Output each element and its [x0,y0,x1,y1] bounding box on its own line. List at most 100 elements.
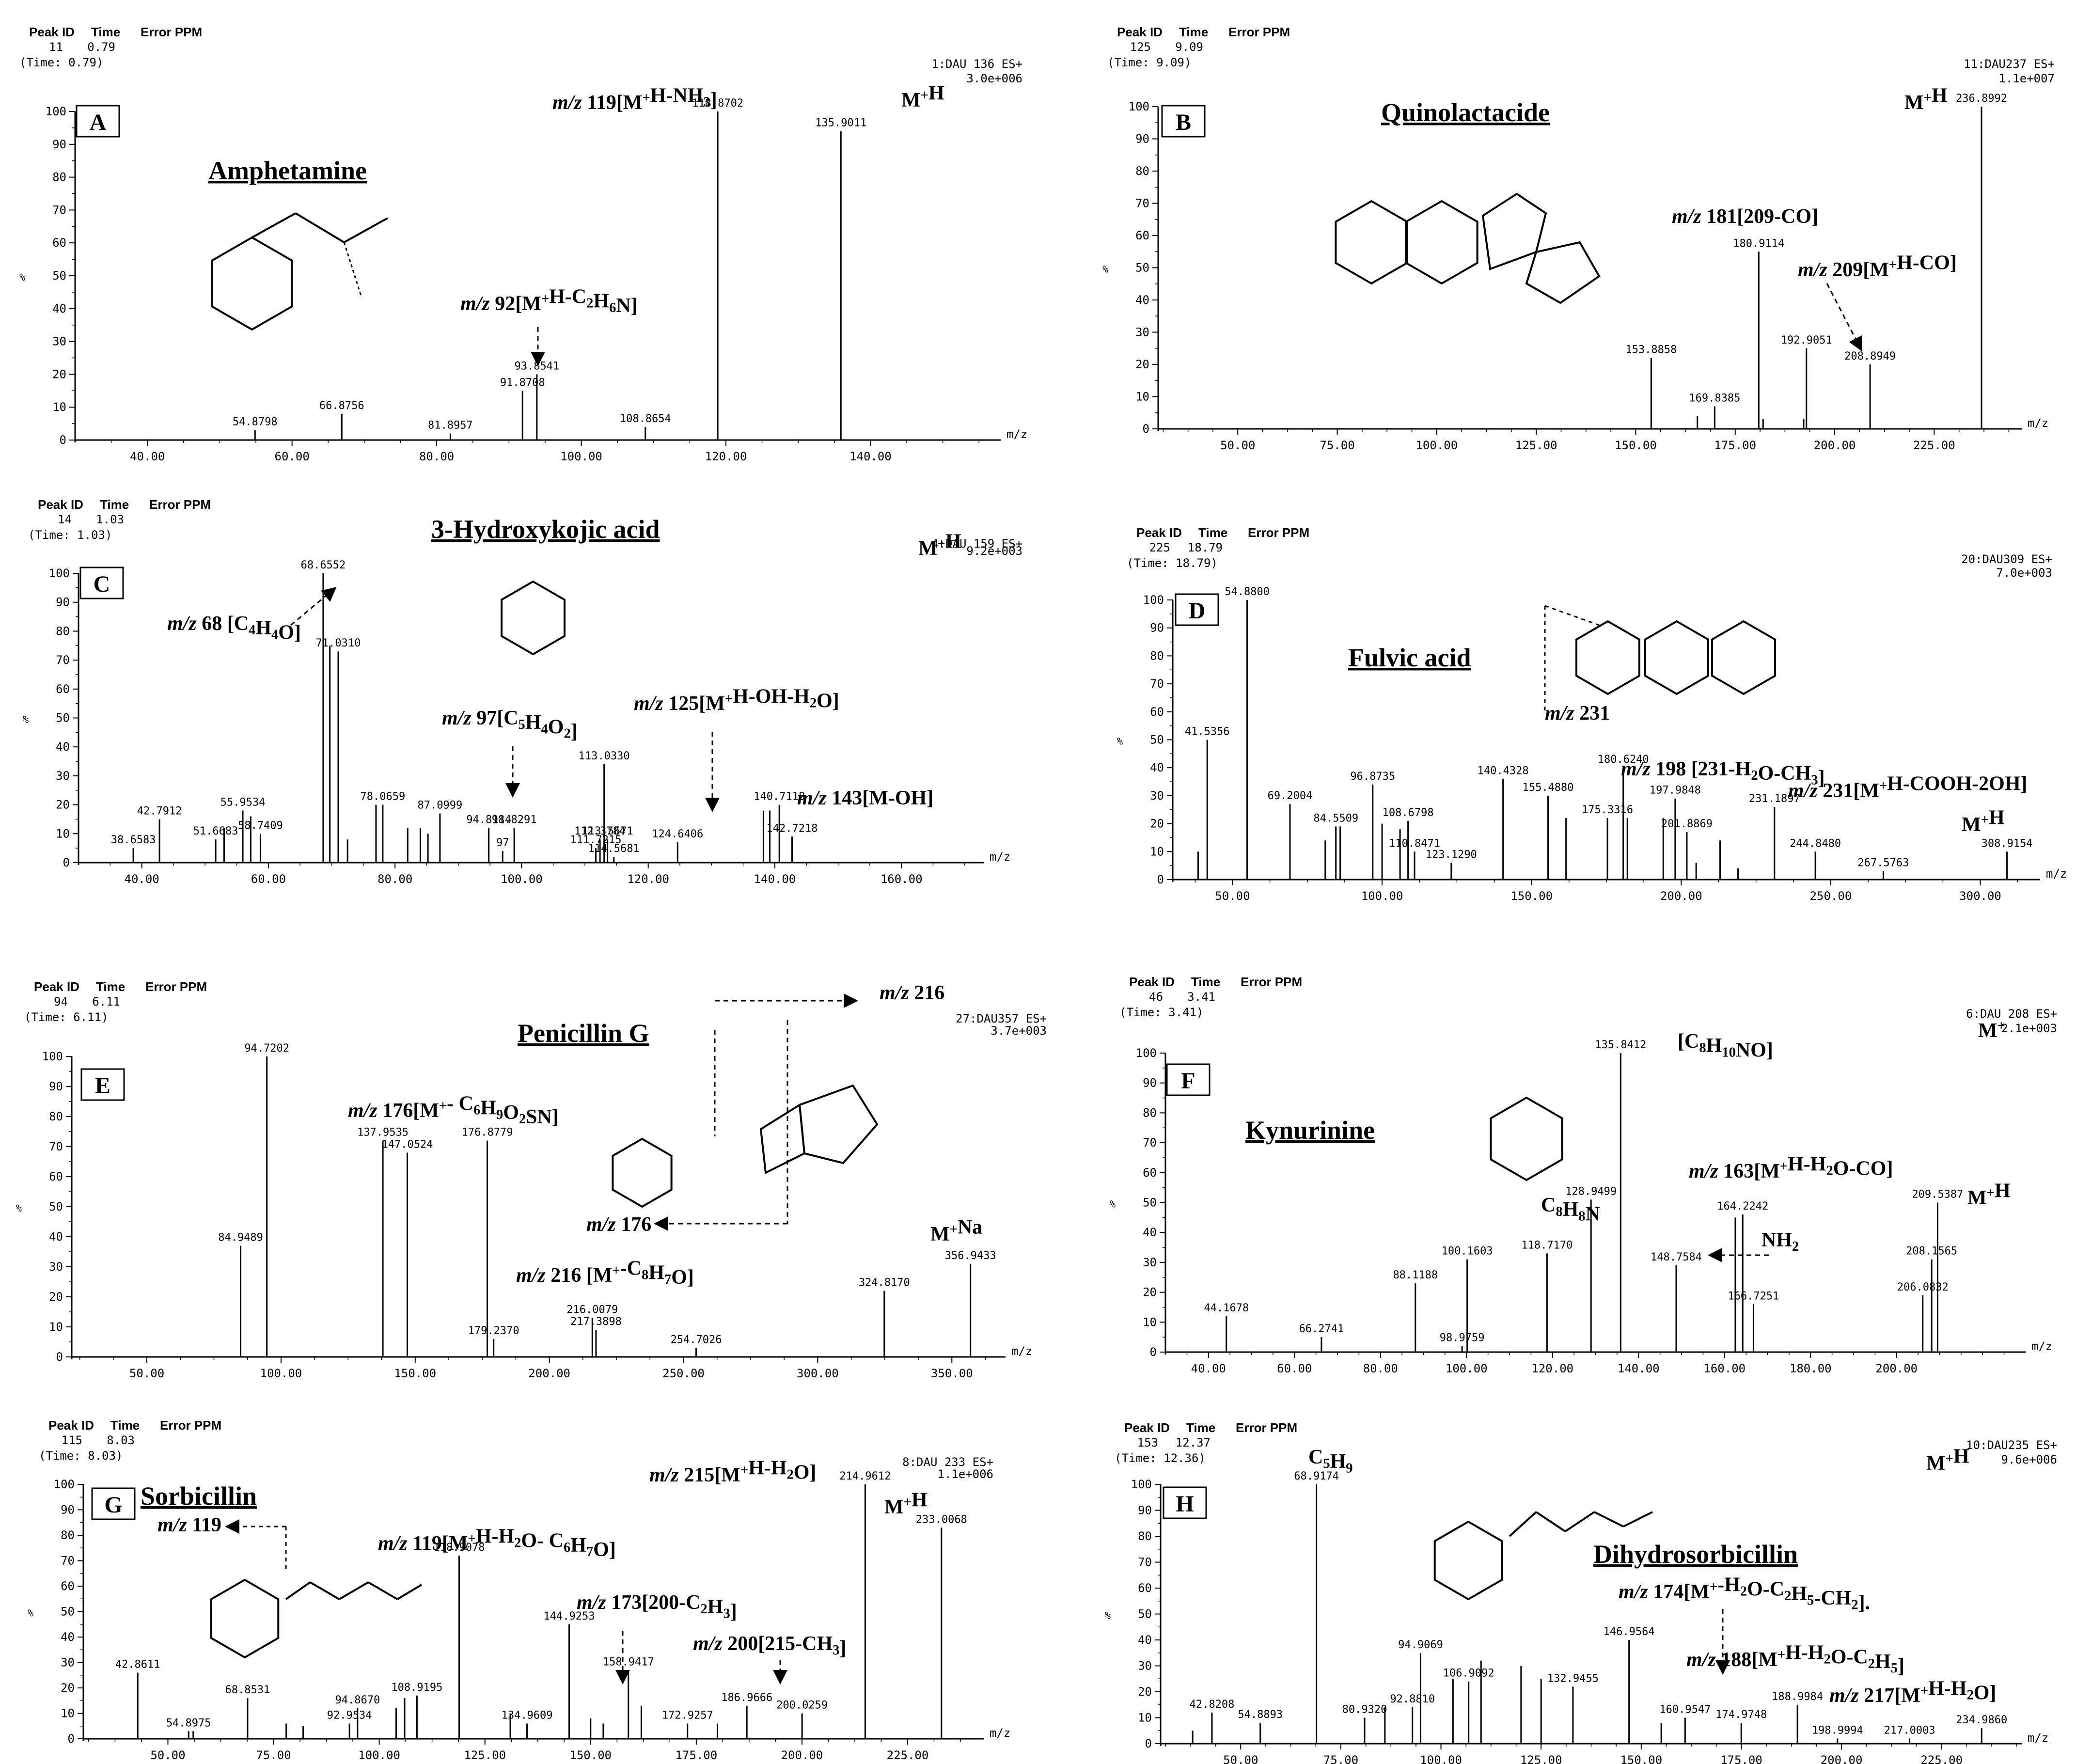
x-tick-label: 50.00 [1220,439,1255,452]
peak-label: 197.9848 [1650,785,1701,797]
time-line: (Time: 18.79) [1127,556,1218,570]
channel-label: 10:DAU235 ES+ [1966,1438,2057,1452]
annotation-label: m/z 176 [586,1213,651,1236]
structure-bond [338,1581,369,1600]
peak-label: 68.6552 [301,559,346,571]
time-value: 6.11 [92,995,120,1008]
peak-label: 124.6406 [652,828,703,840]
peak-id-value: 115 [62,1433,82,1447]
lactam-ring [1481,192,1547,270]
y-axis-percent: % [23,714,29,725]
peak-label: 80.9320 [1342,1704,1387,1716]
peak-label: 41.5356 [1185,726,1230,738]
peak-id-header: Peak ID [1117,25,1163,39]
x-tick-label: 200.00 [1660,889,1702,903]
peak-label: 114.5681 [588,843,640,855]
annotation-label: m/z 200[215-CH3] [693,1633,846,1659]
y-tick-label: 20 [49,1290,63,1304]
annotation-label: m/z 119 [157,1514,221,1536]
peak-label: 54.8893 [1238,1709,1283,1721]
annotation-label: M+H [1904,84,1948,114]
x-tick-label: 150.00 [1615,439,1657,452]
panel-label: H [1176,1491,1194,1517]
peak-label: 111.7215 [570,834,622,846]
peak-label: 118.9078 [434,1542,485,1554]
x-tick-label: 175.00 [1714,439,1756,452]
x-tick-label: 80.00 [419,450,454,463]
x-tick-label: 200.00 [781,1748,823,1762]
peak-id-header: Peak ID [48,1418,94,1433]
peak-label: 98.8291 [492,814,537,826]
annotation-label: M+H [901,82,944,111]
y-tick-label: 20 [1143,1286,1157,1299]
y-tick-label: 0 [63,856,70,869]
peak-label: 324.8170 [859,1277,910,1289]
x-tick-label: 60.00 [251,872,286,886]
peak-label: 216.0079 [566,1304,618,1316]
annotation-label: M+ [1978,1018,2005,1042]
peak-label: 180.6240 [1598,754,1649,766]
x-tick-label: 60.00 [275,450,310,463]
time-line: (Time: 0.79) [19,56,103,69]
panel-label-box [1161,105,1206,138]
intensity-label: 9.6e+006 [2001,1453,2057,1466]
peak-label: 175.3316 [1582,804,1633,816]
annotation-label: m/z 181[209-CO] [1672,205,1818,228]
structure-bond [295,212,345,243]
intensity-label: 1.1e+007 [1998,72,2055,85]
peak-label: 84.9489 [218,1232,263,1244]
y-tick-label: 20 [56,798,70,812]
x-tick-label: 300.00 [797,1367,839,1380]
x-tick-label: 40.00 [1191,1362,1226,1375]
fragment-arrow [1826,283,1862,352]
peak-label: 172.9257 [662,1710,713,1722]
time-value: 9.09 [1175,40,1203,54]
peak-label: 146.9564 [1604,1626,1655,1638]
peak-id-value: 225 [1149,541,1170,554]
peak-label: 113.0330 [579,750,630,762]
peak-label: 308.9154 [1982,837,2033,850]
channel-label: 8:DAU 233 ES+ [902,1455,993,1469]
error-ppm-header: Error PPM [160,1418,221,1433]
peak-label: 217.3898 [570,1316,622,1328]
peak-label: 180.9114 [1733,237,1784,250]
peak-label: 142.7218 [766,822,818,835]
y-tick-label: 30 [52,335,66,348]
peak-label: 174.9748 [1715,1709,1767,1721]
y-tick-label: 60 [1143,1166,1157,1180]
time-value: 18.79 [1188,541,1223,554]
panel-label: A [90,110,107,135]
peak-id-header: Peak ID [38,497,83,512]
error-ppm-header: Error PPM [141,25,202,39]
y-tick-label: 40 [56,740,70,754]
y-tick-label: 50 [1135,261,1149,275]
y-tick-label: 100 [1131,1478,1152,1491]
channel-label: 4:DAU 159 ES+ [931,537,1022,551]
x-tick-label: 250.00 [662,1367,705,1380]
peak-label: 94.7202 [244,1042,289,1055]
y-tick-label: 70 [56,653,70,667]
benzene-ring [1433,1520,1503,1601]
y-axis-percent: % [28,1607,33,1619]
peak-label: 134.9609 [502,1710,553,1722]
peak-label: 128.9499 [1565,1185,1617,1197]
time-line: (Time: 6.11) [24,1010,108,1024]
x-tick-label: 225.00 [1913,439,1955,452]
x-axis-label: m/z [990,850,1010,864]
y-tick-label: 70 [61,1554,75,1568]
x-tick-label: 180.00 [1790,1362,1832,1375]
y-tick-label: 60 [61,1579,75,1593]
x-tick-label: 225.00 [1920,1753,1963,1764]
intensity-label: 1.1e+006 [937,1467,993,1481]
peak-label: 66.8756 [319,400,364,412]
y-tick-label: 80 [52,171,66,184]
peak-label: 155.4880 [1523,782,1574,794]
intensity-label: 2.1e+003 [2001,1022,2057,1035]
y-tick-label: 20 [1150,817,1164,831]
annotation-label: m/z 188[M+H-H2O-C2H5] [1686,1641,1904,1677]
benzene-ring [1575,620,1640,695]
structure-bond [309,1581,340,1600]
peak-label: 98.9759 [1440,1332,1485,1344]
